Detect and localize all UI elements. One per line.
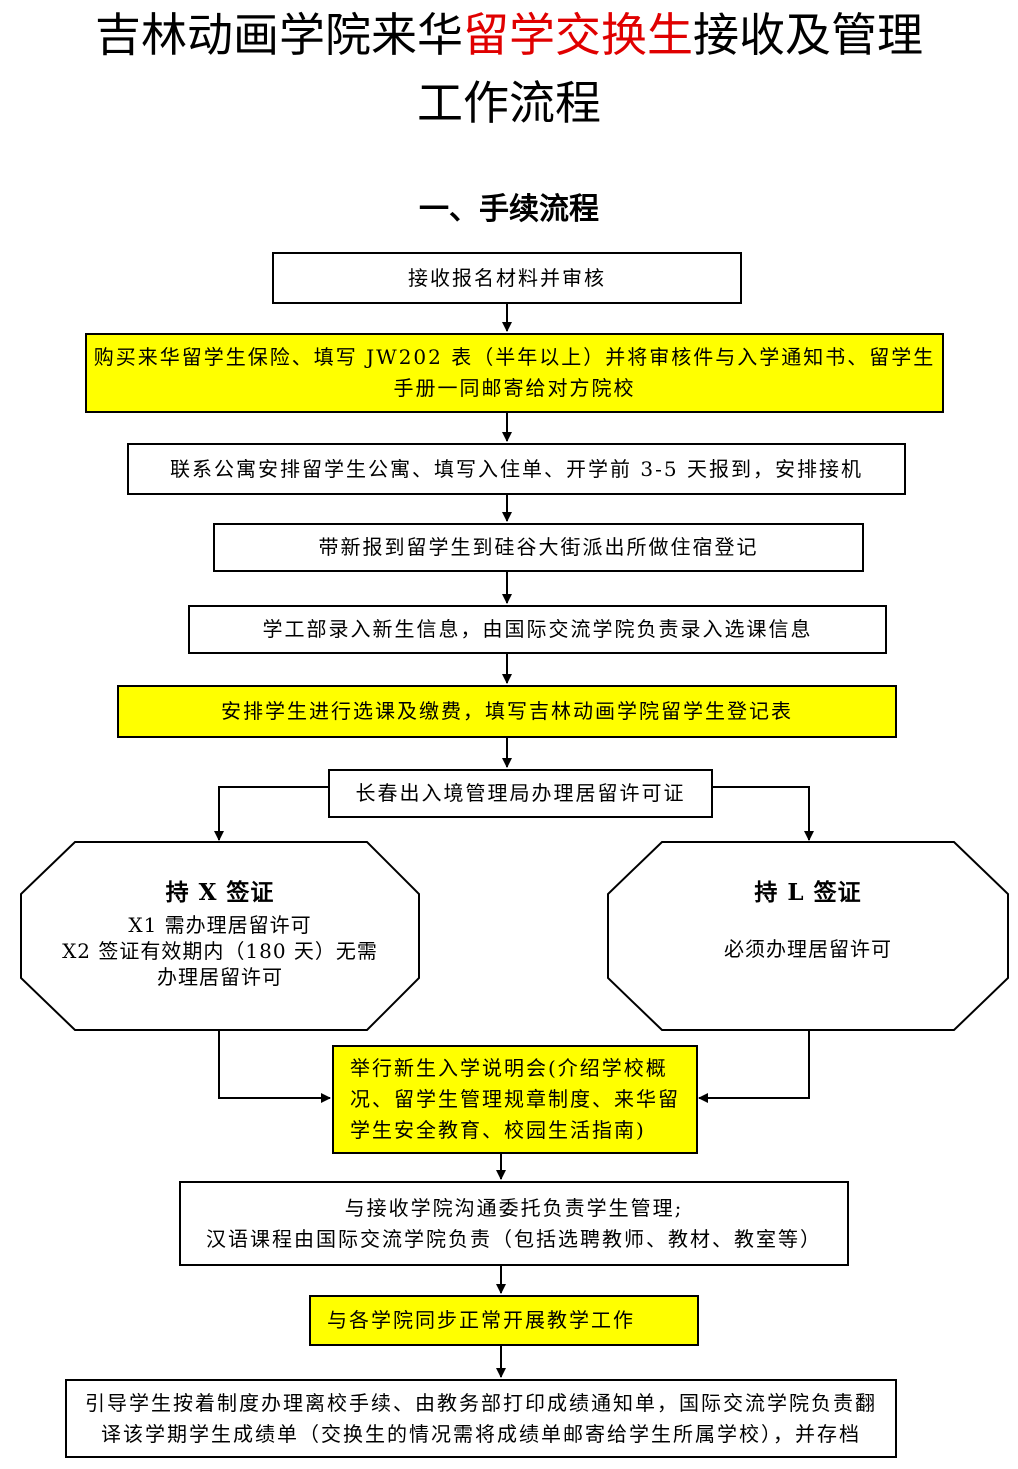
step-insurance-text-2: 手册一同邮寄给对方院校: [393, 376, 636, 400]
visa-x-title: 持 X 签证: [165, 879, 275, 906]
step-insurance-text-1: 购买来华留学生保险、填写 JW202 表（半年以上）并将审核件与入学通知书、留学…: [93, 345, 936, 369]
step-teaching: 与各学院同步正常开展教学工作: [309, 1295, 699, 1346]
step-departure-text-2: 译该学期学生成绩单（交换生的情况需将成绩单邮寄给学生所属学校），并存档: [101, 1421, 861, 1446]
step-teaching-text: 与各学院同步正常开展教学工作: [327, 1308, 635, 1332]
page-title-line-1: 吉林动画学院来华留学交换生接收及管理: [0, 12, 1018, 58]
step-college-text-2: 汉语课程由国际交流学院负责（包括选聘教师、教材、教室等）: [206, 1226, 822, 1251]
visa-x-line-3: 办理居留许可: [157, 965, 283, 989]
step-police-text: 带新报到留学生到硅谷大街派出所做住宿登记: [318, 535, 759, 559]
step-police-registration: 带新报到留学生到硅谷大街派出所做住宿登记: [213, 523, 864, 572]
visa-x-line-2: X2 签证有效期内（180 天）无需: [62, 939, 378, 963]
visa-l-title: 持 L 签证: [754, 879, 862, 906]
step-course-selection: 安排学生进行选课及缴费，填写吉林动画学院留学生登记表: [117, 685, 897, 738]
arrow-visa-l-s8: [698, 1031, 810, 1103]
step-insurance-jw202: 购买来华留学生保险、填写 JW202 表（半年以上）并将审核件与入学通知书、留学…: [85, 333, 944, 413]
step-apartment-arrival: 联系公寓安排留学生公寓、填写入住单、开学前 3-5 天报到，安排接机: [127, 443, 906, 495]
visa-l-octagon: [607, 841, 1009, 1031]
title-highlight: 留学交换生: [463, 8, 693, 62]
section-heading: 一、手续流程: [419, 192, 599, 227]
visa-l-text: 持 L 签证 必须办理居留许可: [628, 880, 988, 962]
step-course-selection-text: 安排学生进行选课及缴费，填写吉林动画学院留学生登记表: [221, 699, 793, 723]
step-apartment-text: 联系公寓安排留学生公寓、填写入住单、开学前 3-5 天报到，安排接机: [170, 456, 863, 481]
visa-x-line-1: X1 需办理居留许可: [128, 913, 312, 937]
step-orientation-text-3: 学生安全教育、校园生活指南): [350, 1118, 646, 1142]
step-enter-info-text: 学工部录入新生信息，由国际交流学院负责录入选课信息: [262, 617, 813, 641]
arrow-visa-x-s8: [218, 1031, 331, 1103]
step-receive-materials: 接收报名材料并审核: [272, 252, 742, 304]
visa-x-text: 持 X 签证 X1 需办理居留许可 X2 签证有效期内（180 天）无需 办理居…: [40, 880, 400, 990]
arrow-s7-visa-l: [713, 786, 814, 841]
step-residence-permit: 长春出入境管理局办理居留许可证: [328, 769, 713, 818]
step-receive-materials-text: 接收报名材料并审核: [408, 265, 606, 290]
visa-l-line-1: 必须办理居留许可: [724, 937, 892, 961]
step-college-text-1: 与接收学院沟通委托负责学生管理;: [344, 1195, 684, 1220]
step-departure-text-1: 引导学生按着制度办理离校手续、由教务部打印成绩通知单，国际交流学院负责翻: [85, 1390, 877, 1415]
step-enter-info: 学工部录入新生信息，由国际交流学院负责录入选课信息: [188, 605, 887, 654]
page-title-line-2: 工作流程: [417, 76, 601, 130]
step-orientation-text-1: 举行新生入学说明会(介绍学校概: [350, 1056, 668, 1080]
title-part-1: 吉林动画学院来华: [95, 8, 463, 62]
step-departure: 引导学生按着制度办理离校手续、由教务部打印成绩通知单，国际交流学院负责翻 译该学…: [65, 1379, 897, 1458]
step-orientation-meeting: 举行新生入学说明会(介绍学校概 况、留学生管理规章制度、来华留 学生安全教育、校…: [332, 1045, 698, 1154]
visa-x-octagon: [20, 841, 420, 1031]
step-college-communication: 与接收学院沟通委托负责学生管理; 汉语课程由国际交流学院负责（包括选聘教师、教材…: [179, 1181, 849, 1266]
arrow-s7-visa-x: [214, 786, 328, 841]
title-part-2: 接收及管理: [693, 8, 923, 62]
step-orientation-text-2: 况、留学生管理规章制度、来华留: [350, 1087, 680, 1111]
step-residence-permit-text: 长春出入境管理局办理居留许可证: [355, 781, 686, 805]
